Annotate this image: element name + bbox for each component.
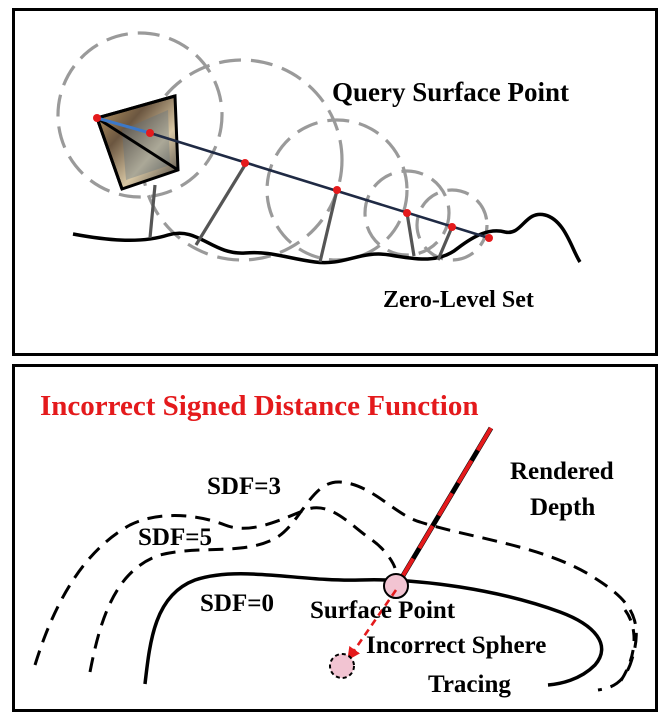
sample-point — [146, 129, 154, 137]
sdf-0-label: SDF=0 — [200, 590, 274, 617]
sample-point — [403, 209, 411, 217]
ray-sample-points — [93, 114, 493, 242]
rendered-depth-ray-red — [396, 426, 493, 586]
sphere-1 — [56, 31, 224, 199]
sample-point — [241, 159, 249, 167]
bottom-panel — [12, 364, 658, 712]
incorrect-sphere-label-line1: Incorrect Sphere — [366, 632, 546, 659]
right-contour-closure — [618, 609, 636, 683]
sample-point — [333, 186, 341, 194]
distance-lines — [148, 164, 454, 263]
sdf-3-label: SDF=3 — [207, 473, 281, 500]
incorrect-point-marker — [329, 653, 355, 679]
sdf-5-contour — [33, 506, 397, 666]
sample-point — [485, 234, 493, 242]
sample-point — [93, 114, 101, 122]
query-surface-point-label: Query Surface Point — [332, 77, 569, 107]
sphere-2 — [140, 58, 344, 262]
sphere-4 — [363, 169, 451, 257]
surface-point-marker — [383, 573, 409, 599]
incorrect-sphere-label-line2: Tracing — [428, 671, 511, 698]
sdf-5-label: SDF=5 — [138, 524, 212, 551]
zero-level-set-curve — [72, 212, 582, 265]
sample-point — [448, 223, 456, 231]
query-ray — [149, 131, 490, 240]
sdf-3-contour — [88, 480, 638, 692]
camera-icon — [95, 94, 180, 191]
incorrect-tracing-arrow — [347, 589, 398, 661]
sphere-5 — [415, 188, 489, 262]
rendered-depth-label-line2: Depth — [530, 494, 595, 521]
surface-point-label: Surface Point — [310, 597, 456, 624]
zero-level-set-label: Zero-Level Set — [383, 287, 534, 313]
rendered-depth-label-line1: Rendered — [510, 458, 614, 485]
incorrect-sdf-title: Incorrect Signed Distance Function — [40, 390, 478, 422]
